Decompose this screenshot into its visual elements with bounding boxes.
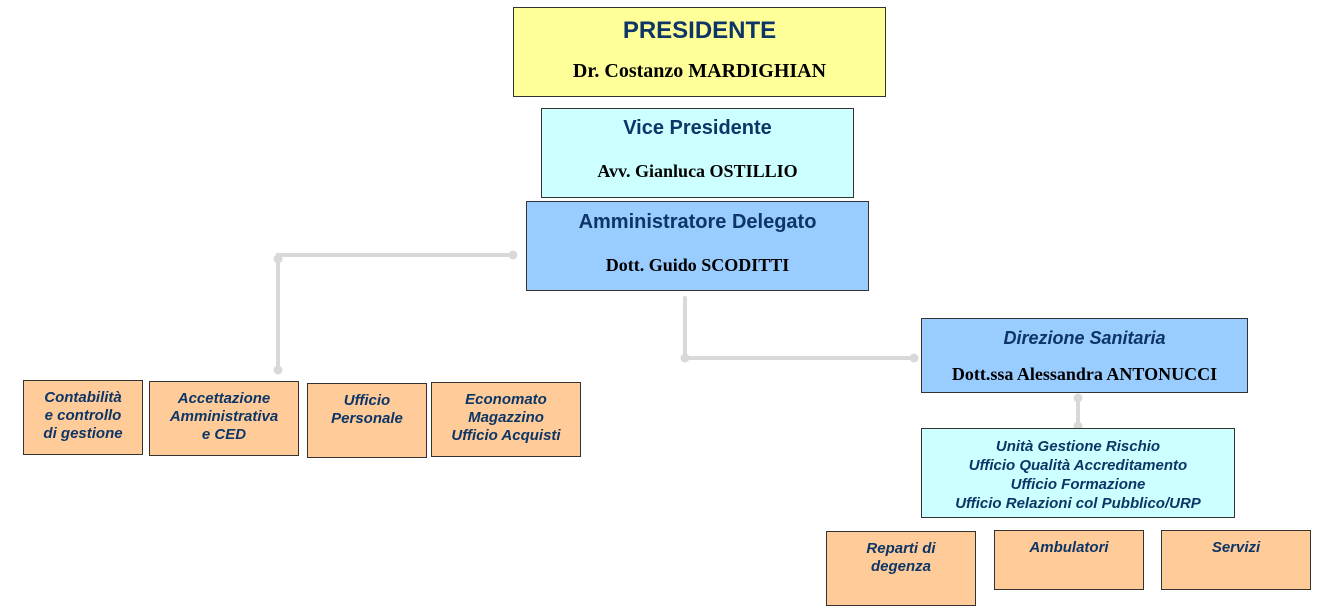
- health-staff-line: Ufficio Formazione: [1010, 476, 1146, 493]
- ceo-name: Dott. Guido SCODITTI: [605, 255, 790, 275]
- admin-unit-label: Ufficio Personale: [331, 392, 403, 427]
- health-unit-label: Reparti di degenza: [866, 540, 936, 575]
- health-staff-line: Ufficio Qualità Accreditamento: [968, 457, 1188, 474]
- ceo-title: Amministratore Delegato: [578, 211, 817, 233]
- vice-president-title: Vice Presidente: [623, 117, 772, 139]
- connector-dot: [508, 250, 518, 260]
- admin-unit-purchasing: Economato Magazzino Ufficio Acquisti: [431, 382, 581, 457]
- health-unit-label: Servizi: [1211, 539, 1261, 556]
- president-name: Dr. Costanzo MARDIGHIAN: [572, 60, 827, 82]
- connector-ceo-to-health-direction: [683, 296, 916, 360]
- vice-president-name: Avv. Gianluca OSTILLIO: [597, 161, 798, 181]
- connector-dot: [273, 254, 283, 264]
- admin-unit-label: Accettazione Amministrativa e CED: [169, 390, 279, 443]
- health-unit-services: Servizi: [1161, 530, 1311, 590]
- health-unit-wards: Reparti di degenza: [826, 531, 976, 606]
- connector-dot: [273, 365, 283, 375]
- admin-unit-acceptance: Accettazione Amministrativa e CED: [149, 381, 299, 456]
- health-staff-box: Unità Gestione Rischio Ufficio Qualità A…: [921, 428, 1235, 518]
- health-staff-line: Unità Gestione Rischio: [995, 438, 1161, 455]
- connector-dot: [1073, 393, 1083, 403]
- connector-dot: [909, 353, 919, 363]
- health-direction-box: Direzione Sanitaria Dott.ssa Alessandra …: [921, 318, 1248, 393]
- admin-unit-personnel: Ufficio Personale: [307, 383, 427, 458]
- connector-dot: [680, 353, 690, 363]
- president-title: PRESIDENTE: [622, 17, 777, 44]
- admin-unit-accounting: Contabilità e controllo di gestione: [23, 380, 143, 455]
- connector-ceo-to-admin: [276, 253, 515, 372]
- health-direction-name: Dott.ssa Alessandra ANTONUCCI: [951, 364, 1218, 384]
- health-unit-outpatient: Ambulatori: [994, 530, 1144, 590]
- admin-unit-label: Contabilità e controllo di gestione: [43, 389, 123, 442]
- health-staff-line: Ufficio Relazioni col Pubblico/URP: [955, 495, 1201, 512]
- ceo-box: Amministratore Delegato Dott. Guido SCOD…: [526, 201, 869, 291]
- health-direction-title: Direzione Sanitaria: [1003, 328, 1166, 348]
- health-unit-label: Ambulatori: [1029, 539, 1109, 556]
- president-box: PRESIDENTE Dr. Costanzo MARDIGHIAN: [513, 7, 886, 97]
- vice-president-box: Vice Presidente Avv. Gianluca OSTILLIO: [541, 108, 854, 198]
- admin-unit-label: Economato Magazzino Ufficio Acquisti: [451, 391, 561, 444]
